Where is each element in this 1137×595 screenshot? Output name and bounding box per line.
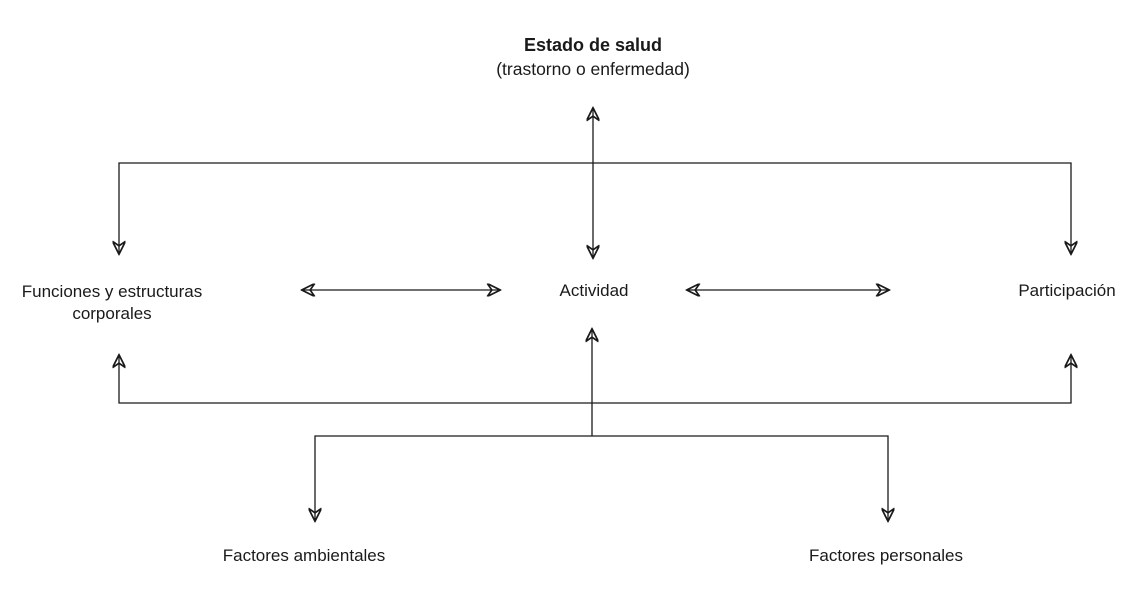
arrow-factores-branch-up <box>119 356 1071 404</box>
node-body-functions-structures: Funciones y estructuras corporales <box>21 282 203 323</box>
arrow-factores-branch-down <box>315 435 888 520</box>
node-personal-factors: Factores personales <box>808 546 964 565</box>
node-environmental-factors: Factores ambientales <box>222 546 386 565</box>
health-state-subtitle: (trastorno o enfermedad) <box>496 59 690 79</box>
health-state-heading: Estado de salud (trastorno o enfermedad) <box>496 33 690 81</box>
health-state-title: Estado de salud <box>523 35 663 55</box>
node-participation: Participación <box>1018 281 1116 300</box>
arrow-estado-branch-down <box>119 162 1071 253</box>
node-activity: Actividad <box>559 281 629 300</box>
